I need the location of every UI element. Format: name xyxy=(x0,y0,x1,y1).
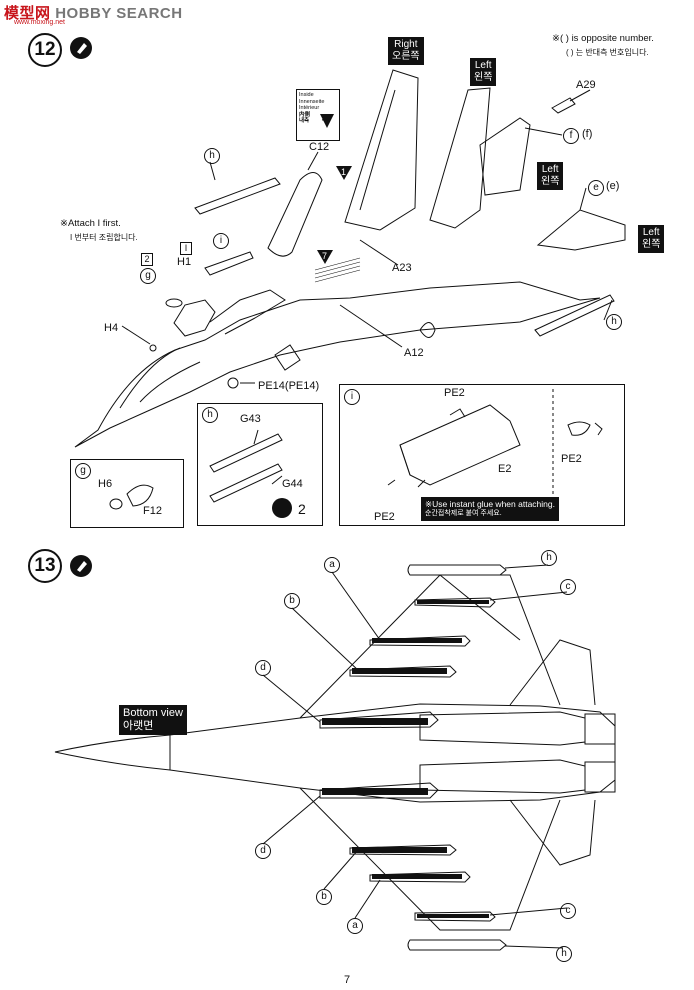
tag-left-stab-en: Left xyxy=(642,227,660,238)
order-marker-I: I xyxy=(180,242,192,255)
inset-i-drawing xyxy=(387,389,603,521)
inset-g-part-H6: H6 xyxy=(98,478,113,490)
callout-e: e xyxy=(588,180,604,196)
tag-left-stab: Left 왼쪽 xyxy=(638,225,665,253)
opposite-number-note-kr: ( ) 는 반대측 번호입니다. xyxy=(566,48,649,57)
tag-right: Right 오른쪽 xyxy=(388,37,424,65)
inset-i-part-E2: E2 xyxy=(498,463,512,475)
svg-text:7: 7 xyxy=(322,251,327,261)
callout-b-bottom: b xyxy=(316,889,332,905)
tag-left-wing-en: Left xyxy=(474,60,492,71)
watermark-logo: 模型网 HOBBY SEARCH xyxy=(4,2,183,23)
inset-h-part-G43: G43 xyxy=(240,413,261,425)
instant-glue-note-kr: 순간접착제로 붙여 주세요. xyxy=(425,510,502,517)
svg-text:1: 1 xyxy=(341,167,346,177)
inset-g-drawing xyxy=(109,484,154,510)
arrow-7 xyxy=(317,250,333,264)
tag-left-stab-kr: 왼쪽 xyxy=(642,239,661,250)
inside-label-en: Inside xyxy=(299,92,314,98)
callout-h-bottom: h xyxy=(556,946,572,962)
callout-c-bottom: c xyxy=(560,903,576,919)
callout-g: g xyxy=(140,268,156,284)
attach-first-note-kr: I 번부터 조립합니다. xyxy=(70,233,138,242)
inside-label-fr: Intérieur xyxy=(299,105,320,111)
inset-i-callout: i xyxy=(344,389,360,405)
inset-i: i PE2 E2 PE2 PE2 ※Use instant glue when … xyxy=(339,384,625,526)
part-PE14: PE14(PE14) xyxy=(258,380,320,392)
callout-f: f xyxy=(563,128,579,144)
attach-first-note: ※Attach I first. xyxy=(60,218,121,229)
inset-h-quantity: 2 xyxy=(298,501,306,517)
callout-h-right: h xyxy=(606,314,622,330)
inside-label-kr: 내측 xyxy=(299,118,310,124)
callout-d-bottom: d xyxy=(255,843,271,859)
order-marker-2: 2 xyxy=(141,253,153,266)
inset-h: h G43 G44 2 xyxy=(197,403,323,526)
part-C12: C12 xyxy=(309,141,330,153)
opposite-number-note: ※( ) is opposite number. xyxy=(552,33,654,44)
callout-f-opposite: (f) xyxy=(582,128,593,140)
inset-i-part-PE2-top: PE2 xyxy=(444,387,465,399)
inset-h-drawing xyxy=(209,429,283,503)
step-12-number: 12 xyxy=(28,33,62,67)
part-A29: A29 xyxy=(576,79,596,91)
inside-marker-box: Inside Innenseite Intérieur 内側 내측 xyxy=(296,89,340,141)
part-A12: A12 xyxy=(404,347,424,359)
inset-g-callout: g xyxy=(75,463,91,479)
tag-left-flap: Left 왼쪽 xyxy=(537,162,564,190)
callout-c-top: c xyxy=(560,579,576,595)
callout-b-top: b xyxy=(284,593,300,609)
callout-a-bottom: a xyxy=(347,918,363,934)
bottom-view-en: Bottom view xyxy=(123,707,183,719)
tag-right-kr: 오른쪽 xyxy=(392,51,420,62)
watermark-brand: 模型网 xyxy=(4,5,51,22)
tag-left-wing-kr: 왼쪽 xyxy=(474,72,493,83)
watermark-brand-en: HOBBY SEARCH xyxy=(55,5,183,22)
inset-i-part-PE2-right: PE2 xyxy=(561,453,582,465)
inset-i-part-PE2-bottom: PE2 xyxy=(374,511,395,523)
inset-g: g H6 F12 xyxy=(70,459,184,528)
inset-h-part-G44: G44 xyxy=(282,478,303,490)
tag-left-flap-en: Left xyxy=(541,164,559,175)
inset-g-part-F12: F12 xyxy=(143,505,162,517)
bottom-view-label: Bottom view 아랫면 xyxy=(119,705,187,735)
arrow-1 xyxy=(336,166,352,180)
glue-icon xyxy=(70,37,92,59)
glue-icon xyxy=(70,555,92,577)
callout-h: h xyxy=(204,148,220,164)
tag-right-en: Right xyxy=(394,39,418,50)
instant-glue-note: ※Use instant glue when attaching. 순간접착제로… xyxy=(421,497,559,521)
watermark-url: www.moxing.net xyxy=(14,19,65,26)
inside-label-jp: 内側 xyxy=(299,111,311,118)
callout-i: i xyxy=(213,233,229,249)
tag-left-wing: Left 왼쪽 xyxy=(470,58,497,86)
inset-h-callout: h xyxy=(202,407,218,423)
part-H1: H1 xyxy=(177,256,192,268)
instant-glue-note-en: ※Use instant glue when attaching. xyxy=(425,499,555,509)
step-13-number: 13 xyxy=(28,549,62,583)
callout-e-opposite: (e) xyxy=(606,180,620,192)
part-A23: A23 xyxy=(392,262,412,274)
callout-h-top: h xyxy=(541,550,557,566)
inside-label-de: Innenseite xyxy=(299,98,325,105)
page-number: 7 xyxy=(343,974,351,986)
glue-icon xyxy=(272,498,292,518)
bottom-view-kr: 아랫면 xyxy=(123,720,154,732)
part-H4: H4 xyxy=(104,322,119,334)
tag-left-flap-kr: 왼쪽 xyxy=(541,176,560,187)
